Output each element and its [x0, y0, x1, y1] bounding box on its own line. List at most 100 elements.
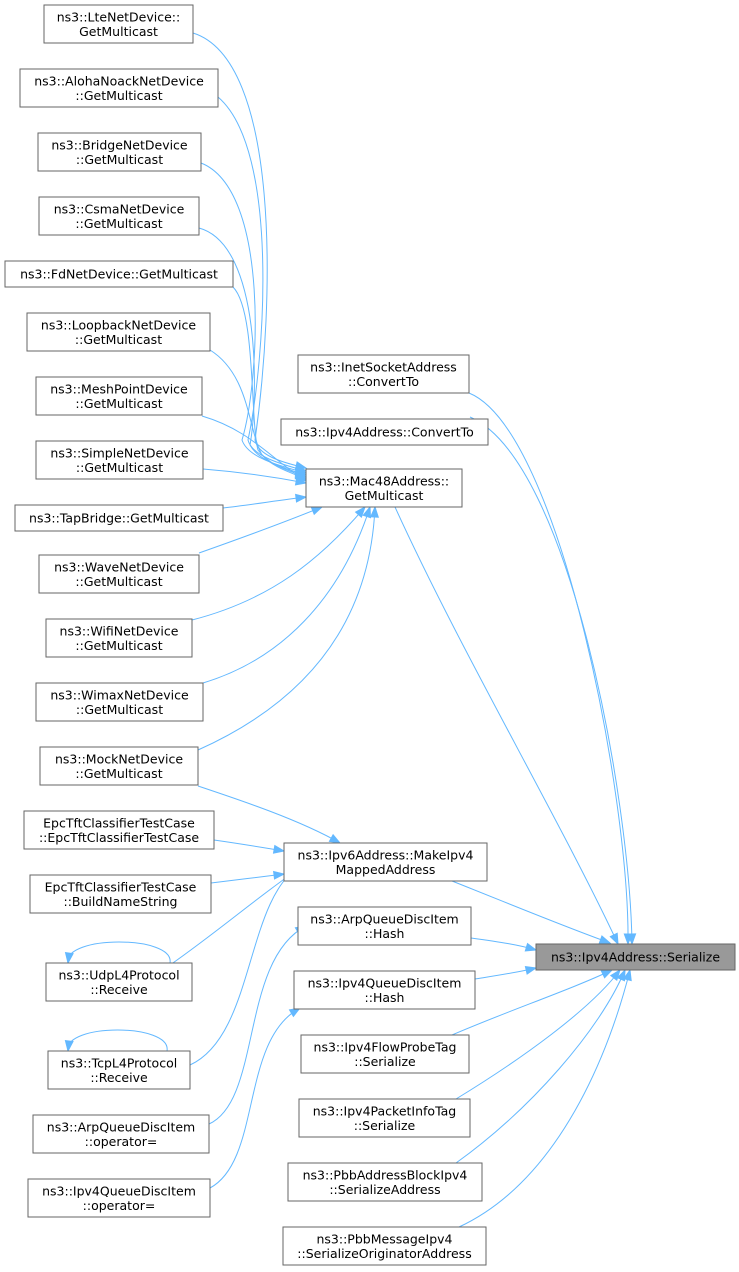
node-mac48[interactable]: ns3::Mac48Address::GetMulticast	[305, 468, 463, 508]
node-epc1[interactable]: EpcTftClassifierTestCase::EpcTftClassifi…	[23, 810, 215, 850]
edge-arpop-to-arphash	[208, 925, 308, 1125]
edge-arrowhead	[600, 969, 614, 979]
edge-arrowhead	[295, 493, 308, 503]
node-label-line: ns3::SimpleNetDevice	[50, 445, 188, 460]
node-box	[43, 4, 194, 44]
node-lte[interactable]: ns3::LteNetDevice::GetMulticast	[43, 4, 194, 44]
edge-line	[208, 925, 307, 1125]
node-box	[23, 810, 215, 850]
node-label-line: ::GetMulticast	[75, 332, 162, 347]
node-tcp[interactable]: ns3::TcpL4Protocol::Receive	[47, 1050, 191, 1090]
edge-udp-to-udp	[64, 941, 171, 965]
node-box	[14, 504, 224, 532]
node-label-line: ns3::Ipv4QueueDiscItem	[42, 1183, 196, 1198]
edge-pbbaddr-to-serialize	[455, 968, 626, 1164]
node-udp[interactable]: ns3::UdpL4Protocol::Receive	[45, 962, 193, 1002]
edge-tcp-to-tcp	[64, 1029, 168, 1053]
node-box	[35, 682, 204, 722]
node-ipv4conv[interactable]: ns3::Ipv4Address::ConvertTo	[280, 418, 489, 446]
node-label-line: ns3::CsmaNetDevice	[54, 201, 185, 216]
edge-line	[222, 496, 307, 509]
node-box	[287, 1162, 483, 1202]
edge-line	[209, 1007, 301, 1189]
node-box	[535, 943, 736, 971]
edge-arrowhead	[524, 942, 538, 952]
node-label-line: ::Serialize	[354, 1054, 416, 1069]
edge-line	[455, 969, 621, 1100]
node-ipv4op[interactable]: ns3::Ipv4QueueDiscItem::operator=	[27, 1178, 211, 1218]
node-label-line: EpcTftClassifierTestCase	[43, 815, 195, 830]
node-flowprobe[interactable]: ns3::Ipv4FlowProbeTag::Serialize	[300, 1034, 470, 1074]
node-wifi[interactable]: ns3::WifiNetDevice::GetMulticast	[45, 618, 193, 658]
node-box	[300, 1034, 470, 1074]
node-csma[interactable]: ns3::CsmaNetDevice::GetMulticast	[38, 196, 200, 236]
node-label-line: ns3::LoopbackNetDevice	[41, 317, 196, 332]
node-box	[280, 418, 489, 446]
node-box	[4, 260, 234, 288]
edge-arrowhead	[369, 505, 379, 518]
node-box	[283, 842, 488, 882]
node-layer: ns3::LteNetDevice::GetMulticastns3::Aloh…	[4, 4, 736, 1266]
edge-line	[232, 286, 307, 478]
edge-ipv4hash-to-serialize	[474, 966, 538, 980]
node-box	[26, 312, 211, 352]
node-loopback[interactable]: ns3::LoopbackNetDevice::GetMulticast	[26, 312, 211, 352]
node-box	[297, 906, 472, 946]
edge-mock-to-mac48	[197, 505, 379, 751]
edge-line	[202, 468, 307, 484]
node-mock[interactable]: ns3::MockNetDevice::GetMulticast	[39, 746, 199, 786]
node-simple[interactable]: ns3::SimpleNetDevice::GetMulticast	[35, 440, 204, 480]
node-aloha[interactable]: ns3::AlohaNoackNetDevice::GetMulticast	[19, 68, 219, 108]
edge-line	[202, 506, 371, 684]
node-label-line: ns3::Ipv4Address::ConvertTo	[295, 425, 474, 440]
node-label-line: ::GetMulticast	[76, 702, 163, 717]
node-label-line: ::GetMulticast	[76, 460, 163, 475]
node-label-line: ns3::LteNetDevice::	[57, 9, 180, 24]
node-arpop[interactable]: ns3::ArpQueueDiscItem::operator=	[32, 1114, 210, 1154]
node-label-line: ::SerializeAddress	[329, 1182, 440, 1197]
node-box	[38, 554, 200, 594]
node-ipv4hash[interactable]: ns3::Ipv4QueueDiscItem::Hash	[293, 970, 476, 1010]
node-box	[45, 618, 193, 658]
node-mesh[interactable]: ns3::MeshPointDevice::GetMulticast	[35, 376, 203, 416]
node-wimax[interactable]: ns3::WimaxNetDevice::GetMulticast	[35, 682, 204, 722]
node-label-line: ns3::MeshPointDevice	[50, 381, 188, 396]
node-label-line: ns3::MockNetDevice	[55, 751, 183, 766]
node-arphash[interactable]: ns3::ArpQueueDiscItem::Hash	[297, 906, 472, 946]
edge-line	[189, 865, 301, 1066]
node-bridge[interactable]: ns3::BridgeNetDevice::GetMulticast	[37, 132, 202, 172]
edge-arrowhead	[616, 968, 626, 982]
edge-arrowhead	[622, 968, 632, 982]
node-box	[38, 196, 200, 236]
node-box	[37, 132, 202, 172]
node-label-line: ns3::WimaxNetDevice	[50, 687, 189, 702]
edge-simple-to-mac48	[202, 468, 308, 486]
node-pktinfo[interactable]: ns3::Ipv4PacketInfoTag::Serialize	[298, 1098, 471, 1138]
node-wave[interactable]: ns3::WaveNetDevice::GetMulticast	[38, 554, 200, 594]
edge-inet-to-serialize	[468, 392, 633, 946]
edge-line	[458, 969, 631, 1228]
node-label-line: ns3::PbbAddressBlockIpv4	[303, 1167, 468, 1182]
node-pbbaddr[interactable]: ns3::PbbAddressBlockIpv4::SerializeAddre…	[287, 1162, 483, 1202]
node-label-line: ::GetMulticast	[75, 216, 162, 231]
edge-mac48-to-serialize	[394, 506, 619, 946]
edge-arrowhead	[609, 968, 621, 982]
node-fd[interactable]: ns3::FdNetDevice::GetMulticast	[4, 260, 234, 288]
node-tap[interactable]: ns3::TapBridge::GetMulticast	[14, 504, 224, 532]
node-label-line: ns3::FdNetDevice::GetMulticast	[20, 267, 218, 282]
edge-arrowhead	[609, 932, 619, 946]
edge-arrowhead	[328, 833, 342, 844]
edge-arrowhead	[64, 952, 74, 965]
node-label-line: ns3::ArpQueueDiscItem	[47, 1119, 195, 1134]
node-label-line: ::GetMulticast	[75, 766, 162, 781]
edge-mock-to-ipv6map	[197, 785, 342, 844]
node-label-line: ns3::TapBridge::GetMulticast	[29, 511, 209, 526]
node-inet[interactable]: ns3::InetSocketAddress::ConvertTo	[297, 354, 470, 394]
edge-line	[394, 506, 619, 945]
edge-tap-to-mac48	[222, 493, 308, 509]
node-label-line: ns3::TcpL4Protocol	[61, 1055, 177, 1070]
node-epc2[interactable]: EpcTftClassifierTestCase::BuildNameStrin…	[29, 874, 212, 914]
node-pbbmsg[interactable]: ns3::PbbMessageIpv4::SerializeOriginator…	[282, 1226, 487, 1266]
